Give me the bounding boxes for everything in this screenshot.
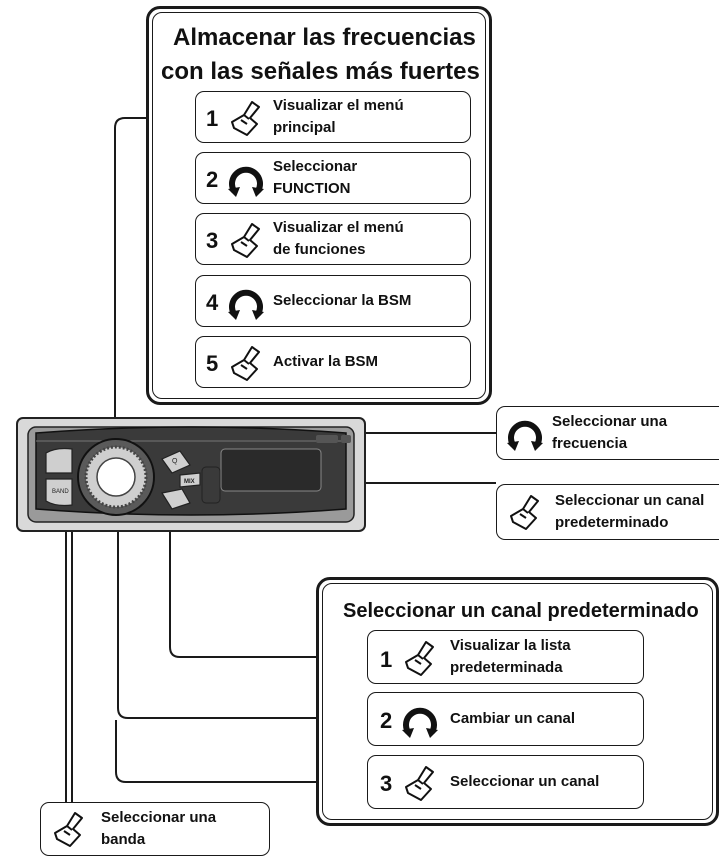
step-label-line1: Seleccionar la BSM: [273, 292, 412, 309]
step-number: 3: [380, 771, 393, 796]
callout-preset-channel: Seleccionar un canal predeterminado: [496, 484, 719, 540]
press-icon: [49, 809, 89, 854]
rotate-icon: [505, 415, 545, 458]
step-label-line1: Cambiar un canal: [450, 710, 576, 727]
connector-preset-step1: [169, 478, 367, 658]
callout-band: Seleccionar una banda: [40, 802, 270, 856]
preset-title: Seleccionar un canal predeterminado: [343, 600, 699, 622]
press-icon: [226, 220, 266, 265]
preset-step-2: 2 Cambiar un canal: [367, 692, 644, 746]
press-icon: [400, 638, 440, 683]
step-label-line1: Seleccionar: [273, 158, 358, 175]
rotary-knob: [77, 438, 155, 516]
step-label-line2: predeterminada: [450, 659, 563, 676]
callout-label-line2: frecuencia: [552, 435, 628, 452]
step-number: 4: [206, 290, 219, 315]
step-number: 1: [206, 106, 219, 131]
step-number: 2: [206, 167, 219, 192]
rotate-icon: [400, 702, 440, 745]
step-number: 5: [206, 351, 219, 376]
bsm-step-3: 3 Visualizar el menú de funciones: [195, 213, 471, 265]
rotate-icon: [226, 284, 266, 327]
step-label-line1: Visualizar la lista: [450, 637, 571, 654]
callout-label-line1: Seleccionar un canal: [555, 492, 705, 509]
right-buttons: MIX Q: [161, 450, 201, 510]
callout-label-line2: banda: [101, 831, 146, 848]
left-buttons: BAND: [45, 447, 73, 507]
callout-label-line1: Seleccionar una: [101, 809, 217, 826]
preset-step-3: 3 Seleccionar un canal: [367, 755, 644, 809]
press-icon: [226, 98, 266, 143]
svg-text:Q: Q: [172, 458, 178, 465]
bsm-step-1: 1 Visualizar el menú principal: [195, 91, 471, 143]
bsm-title-line1: Almacenar las frecuencias: [173, 24, 476, 51]
callout-label-line2: predeterminado: [555, 514, 669, 531]
connector-preset-step2: [117, 495, 367, 719]
step-label-line1: Seleccionar un canal: [450, 773, 600, 790]
connector-bsm-to-knob: [114, 117, 195, 470]
press-icon: [226, 343, 266, 388]
step-label-line1: Activar la BSM: [273, 353, 379, 370]
rotate-icon: [226, 161, 266, 204]
bsm-step-2: 2 Seleccionar FUNCTION: [195, 152, 471, 204]
step-number: 2: [380, 708, 393, 733]
press-icon: [505, 492, 545, 537]
step-label-line2: de funciones: [273, 241, 366, 258]
svg-text:BAND: BAND: [52, 489, 69, 495]
connector-preset-step3: [115, 720, 367, 783]
callout-label-line1: Seleccionar una: [552, 413, 668, 430]
bsm-step-4: 4 Seleccionar la BSM: [195, 275, 471, 327]
bsm-step-5: 5 Activar la BSM: [195, 336, 471, 388]
press-icon: [400, 763, 440, 808]
step-number: 3: [206, 228, 219, 253]
step-label-line1: Visualizar el menú: [273, 219, 404, 236]
step-label-line1: Visualizar el menú: [273, 97, 404, 114]
step-label-line2: FUNCTION: [273, 180, 351, 197]
bsm-title-line2: con las señales más fuertes: [161, 58, 480, 85]
preset-step-1: 1 Visualizar la lista predeterminada: [367, 630, 644, 684]
svg-text:MIX: MIX: [184, 479, 195, 485]
step-label-line2: principal: [273, 119, 336, 136]
step-number: 1: [380, 647, 393, 672]
car-stereo-faceplate: BAND MIX Q: [16, 417, 366, 532]
callout-frequency: Seleccionar una frecuencia: [496, 406, 719, 460]
